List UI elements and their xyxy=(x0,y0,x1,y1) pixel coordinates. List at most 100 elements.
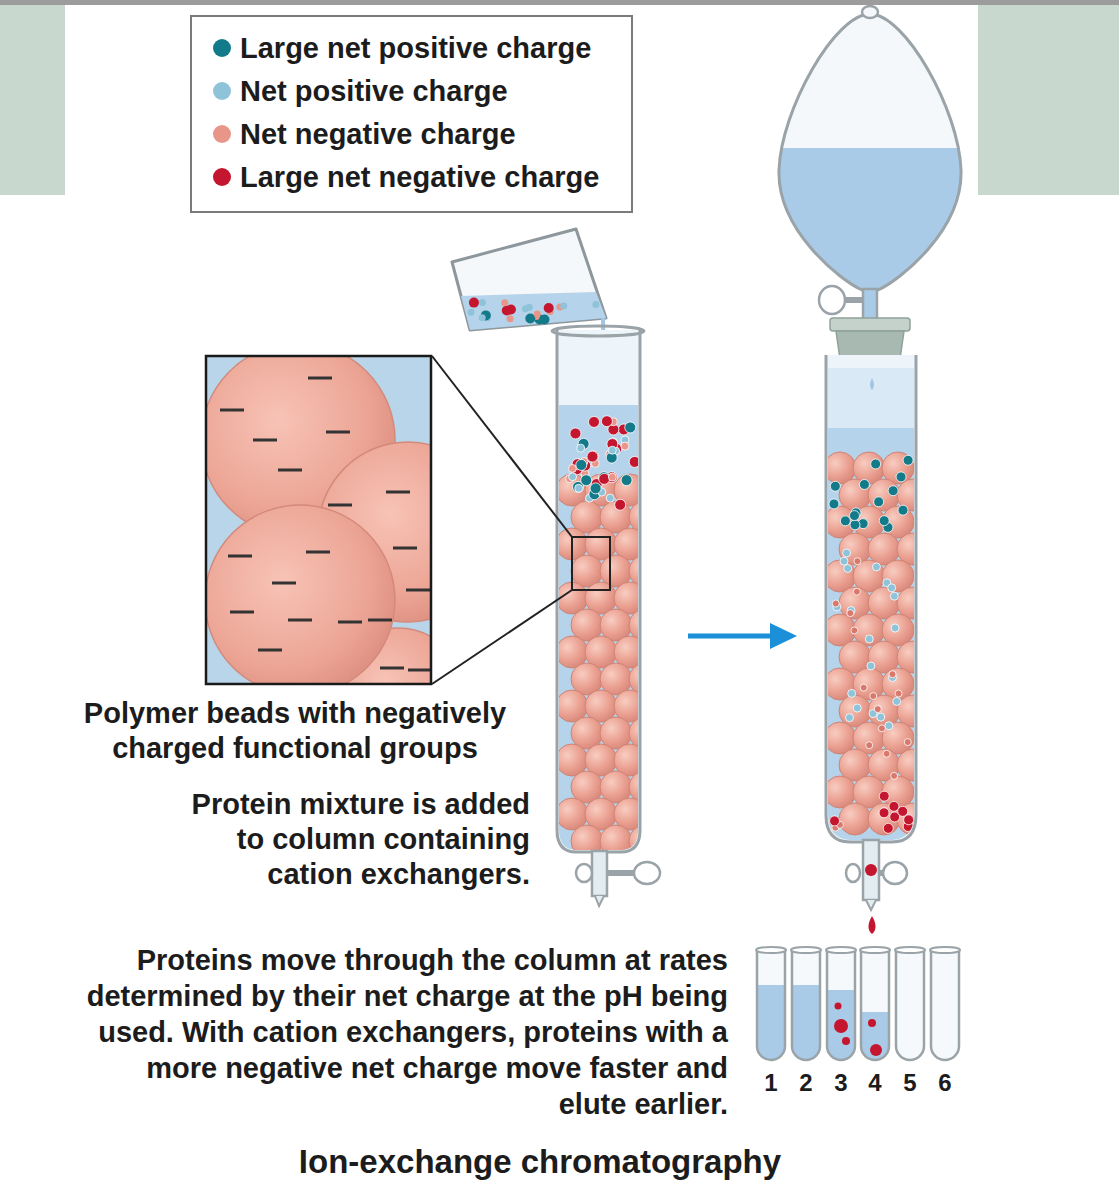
protein-dot xyxy=(853,588,860,595)
bead xyxy=(629,825,661,857)
tube-liquid xyxy=(792,985,820,1060)
protein-dot xyxy=(860,684,867,691)
tube-glass xyxy=(896,950,924,1060)
protein-dot xyxy=(870,1044,882,1056)
minus-sign xyxy=(328,504,352,507)
bead xyxy=(206,505,395,684)
minus-sign xyxy=(408,669,431,672)
tube-number: 6 xyxy=(930,1068,960,1098)
figure-title: Ion-exchange chromatography xyxy=(140,1142,940,1182)
protein-dot xyxy=(888,486,898,496)
tube-rim xyxy=(791,947,821,953)
test-tube xyxy=(861,950,889,1060)
minus-sign xyxy=(308,377,332,380)
minus-sign xyxy=(253,439,277,442)
protein-dot xyxy=(872,563,880,571)
protein-dot xyxy=(569,473,577,481)
protein-dot xyxy=(625,422,636,433)
minus-sign xyxy=(406,589,430,592)
top-bar xyxy=(0,0,1119,5)
tube-liquid xyxy=(827,990,855,1060)
protein-dot xyxy=(621,475,632,486)
column-liquid xyxy=(557,405,640,855)
tube-glass xyxy=(757,950,785,1060)
protein-dot xyxy=(878,725,885,732)
protein-dot xyxy=(570,428,581,439)
test-tube xyxy=(757,950,785,1060)
protein-dot xyxy=(581,475,592,486)
protein-dot xyxy=(830,481,840,491)
minus-sign xyxy=(386,491,410,494)
tube-number: 2 xyxy=(791,1068,821,1098)
protein-dot xyxy=(829,499,839,509)
protein-dot xyxy=(874,497,884,507)
column-tip xyxy=(595,896,604,906)
protein-dot xyxy=(879,516,889,526)
legend-text: Large net positive charge xyxy=(240,30,625,66)
protein-dot xyxy=(834,1019,848,1033)
protein-dot xyxy=(898,505,908,515)
protein-dot xyxy=(895,690,902,697)
protein-dot xyxy=(890,592,898,600)
protein-dot xyxy=(889,671,896,678)
legend-swatch xyxy=(213,125,231,143)
protein-dot xyxy=(877,713,885,721)
protein-dot xyxy=(893,697,901,705)
minus-sign xyxy=(393,547,417,550)
zoom-line xyxy=(432,356,572,537)
stopcock-knob xyxy=(634,862,660,884)
legend-swatch xyxy=(213,82,231,100)
protein-dot xyxy=(568,464,576,472)
stopcock-knob xyxy=(883,862,907,884)
protein-dot xyxy=(840,557,848,565)
column-2 xyxy=(824,355,929,934)
minus-sign xyxy=(230,611,254,614)
protein-dot xyxy=(534,310,541,317)
protein-dot xyxy=(507,315,514,322)
minus-sign xyxy=(380,667,404,670)
protein-dot xyxy=(904,739,911,746)
protein-dot xyxy=(883,750,890,757)
protein-dot xyxy=(608,446,616,454)
separatory-funnel xyxy=(770,6,970,366)
tube-liquid xyxy=(861,1012,889,1060)
protein-dot xyxy=(888,584,896,592)
protein-dot xyxy=(904,815,914,825)
tube-number: 1 xyxy=(756,1068,786,1098)
protein-dot xyxy=(502,305,512,315)
protein-dot xyxy=(844,564,852,572)
beaker-glass xyxy=(452,229,606,330)
tube-number: 5 xyxy=(895,1068,925,1098)
bead xyxy=(897,803,929,835)
eluate-drop xyxy=(869,916,876,934)
step-note: Proteins move through the column at rate… xyxy=(76,942,728,1122)
tube-rim xyxy=(930,947,960,953)
funnel-liquid xyxy=(770,148,970,298)
protein-dot xyxy=(599,473,610,484)
protein-dot xyxy=(854,558,861,565)
tube-rim xyxy=(860,947,890,953)
tube-number: 4 xyxy=(860,1068,890,1098)
protein-dot xyxy=(853,704,861,712)
tube-glass xyxy=(827,950,855,1060)
protein-dot xyxy=(849,511,859,521)
test-tube xyxy=(931,950,959,1060)
protein-dot xyxy=(846,714,854,722)
step-note: Protein mixture is added to column conta… xyxy=(178,787,530,892)
tube-glass xyxy=(931,950,959,1060)
eluate-drop xyxy=(865,864,877,876)
protein-dot xyxy=(891,772,898,779)
protein-dot xyxy=(575,484,583,492)
protein-dot xyxy=(883,823,893,833)
minus-sign xyxy=(368,619,392,622)
tube-rim xyxy=(756,947,786,953)
stopper-collar xyxy=(830,318,910,331)
protein-dot xyxy=(891,624,899,632)
minus-sign xyxy=(278,469,302,472)
protein-dot xyxy=(501,299,508,306)
test-tube xyxy=(827,950,855,1060)
protein-dot xyxy=(587,451,598,462)
protein-dot xyxy=(896,472,906,482)
beaker-liquid xyxy=(461,292,606,330)
column-tip xyxy=(866,900,876,910)
